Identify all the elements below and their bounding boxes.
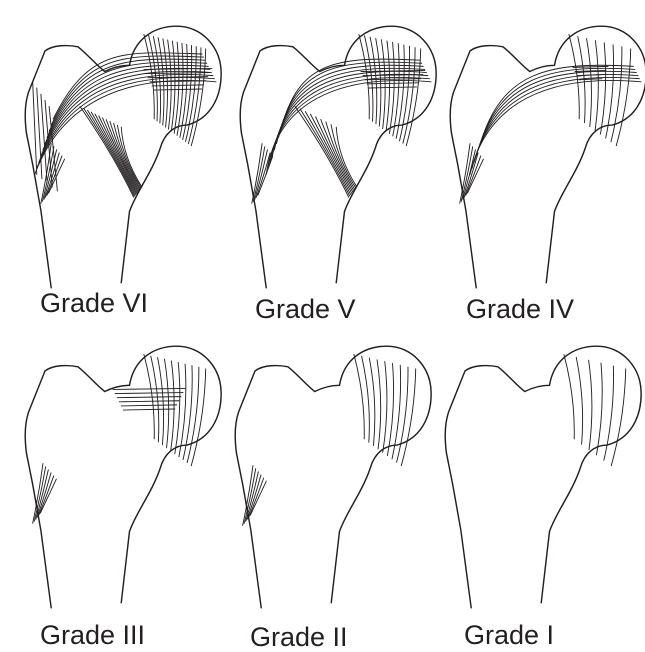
femur-outline [235,346,431,608]
femur-panel-grade-1 [445,346,641,608]
trabecular-lines [33,34,216,203]
trabecular-lines [33,354,206,523]
trabecular-lines [460,34,641,203]
femur-panel-grade-3 [25,346,221,608]
femur-panel-grade-4 [450,26,645,288]
label-grade-iv: Grade IV [466,296,574,323]
femur-panel-grade-2 [235,346,431,608]
femur-panel-grade-5 [240,26,436,288]
label-grade-i: Grade I [464,622,554,649]
femur-outline [445,346,641,608]
label-grade-v: Grade V [255,296,356,323]
label-grade-vi: Grade VI [40,290,148,317]
femur-panel-grade-6 [25,26,221,288]
trabecular-lines [252,34,431,203]
trabecular-lines [243,354,416,525]
label-grade-iii: Grade III [40,622,145,649]
